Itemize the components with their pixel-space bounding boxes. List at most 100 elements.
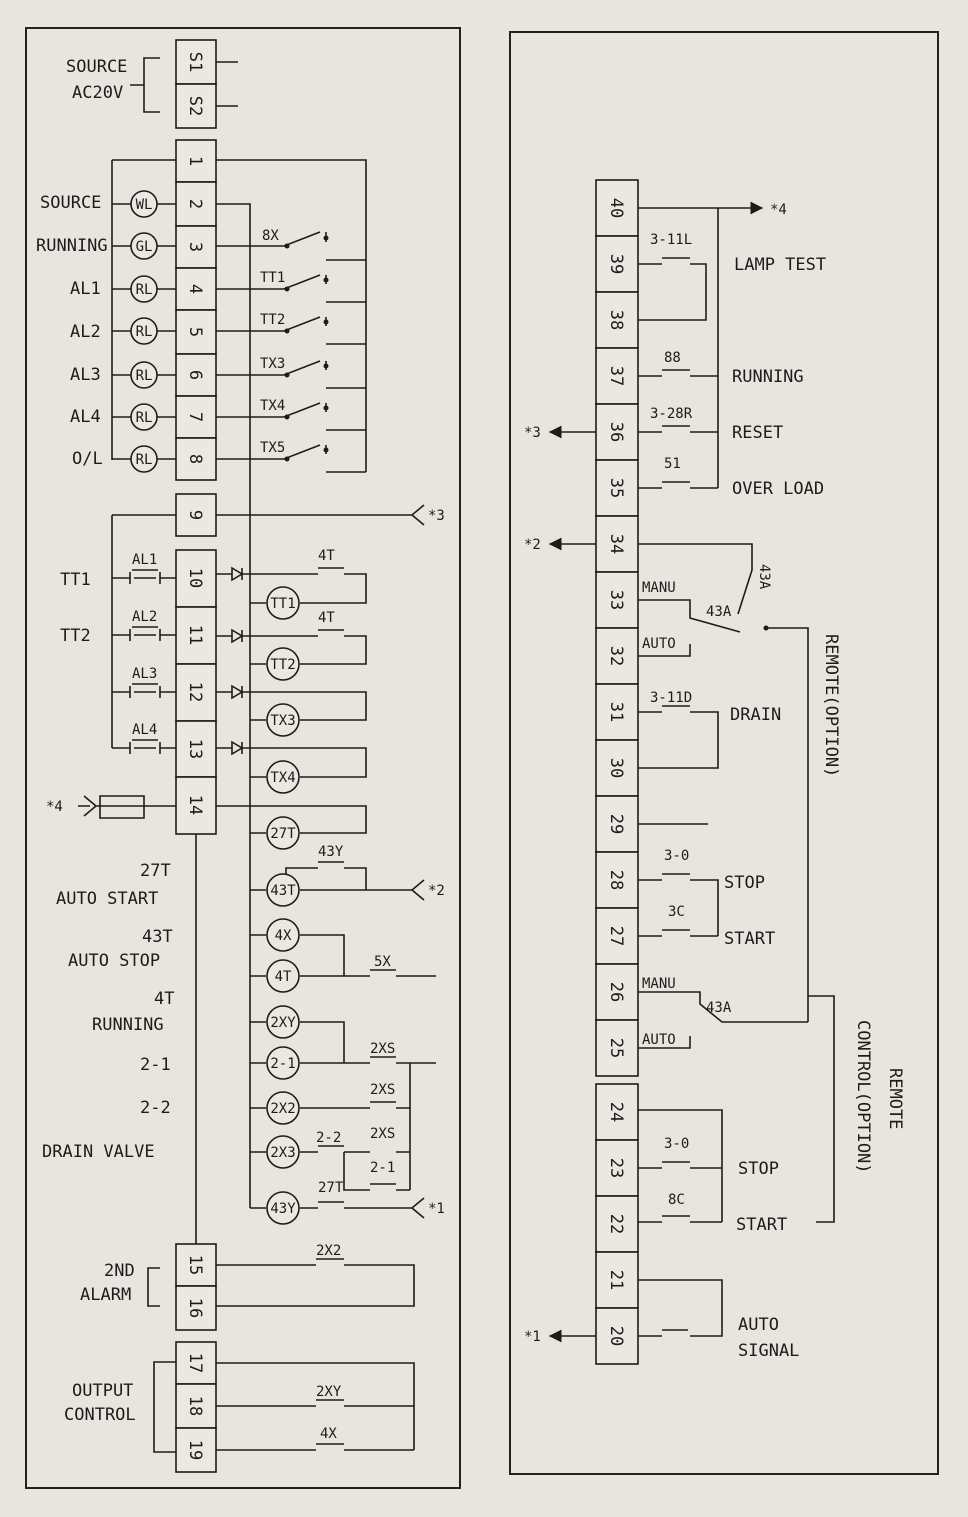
coil-tt2: TT2: [266, 647, 300, 681]
left-panel-frame: [25, 27, 461, 1489]
terminal-38-label: 38: [606, 310, 626, 330]
terminal-36: [595, 403, 639, 461]
label-manu-2: MANU: [642, 976, 676, 992]
contact-3-28r: [562, 425, 718, 433]
contact-51: [638, 481, 718, 489]
terminal-28-label: 28: [606, 870, 626, 890]
terminal-s2-label: S2: [185, 96, 205, 116]
ref-1-left: *1: [428, 1201, 445, 1217]
terminal-12-label: 12: [185, 682, 205, 702]
label-drain: DRAIN: [730, 705, 781, 725]
label-3c: 3C: [668, 904, 685, 920]
ref-2-left: *2: [428, 883, 445, 899]
fn-27t: 27T: [140, 861, 171, 881]
lamp-feed-wires: [216, 159, 367, 1208]
label-tx3: TX3: [260, 356, 285, 372]
terminal-37-label: 37: [606, 366, 626, 386]
label-51: 51: [664, 456, 681, 472]
wire-34: [562, 543, 753, 615]
right-panel-frame: [509, 31, 939, 1475]
svg-text:RL: RL: [136, 324, 153, 340]
terminal-33-label: 33: [606, 590, 626, 610]
lamp-rows: SOURCE RUNNING AL1 AL2 AL3 AL4 O/L WL GL…: [36, 190, 176, 473]
label-al1: AL1: [132, 552, 157, 568]
terminal-4-label: 4: [185, 284, 205, 294]
label-3-0-top: 3-0: [664, 848, 689, 864]
lamp-rl-2: RL: [130, 317, 158, 345]
svg-text:2X2: 2X2: [270, 1101, 295, 1117]
ref-1-right: *1: [524, 1329, 541, 1345]
terminal-40-label: 40: [606, 198, 626, 218]
svg-text:2XY: 2XY: [270, 1015, 296, 1031]
label-27t-contact: 27T: [318, 1180, 344, 1196]
terminal-40: [595, 179, 639, 237]
terminal-36-label: 36: [606, 422, 626, 442]
label-running-right: RUNNING: [732, 367, 804, 387]
coil-2x2: 2X2: [266, 1091, 300, 1125]
svg-text:RL: RL: [136, 410, 153, 426]
terminal-s2: [175, 83, 217, 129]
label-3-11d: 3-11D: [650, 690, 692, 706]
lamp-label-al3: AL3: [70, 365, 101, 385]
fn-4t: 4T: [154, 989, 174, 1009]
contact-3c: [638, 929, 718, 937]
label-lamp-test: LAMP TEST: [734, 255, 826, 275]
contact-88: [638, 369, 718, 377]
label-5x: 5X: [374, 954, 391, 970]
label-3-28r: 3-28R: [650, 406, 693, 422]
label-3-11l: 3-11L: [650, 232, 692, 248]
contacts-24-22: [638, 1109, 723, 1223]
label-start-top: START: [724, 929, 775, 949]
terminal-16: [175, 1285, 217, 1331]
label-al2: AL2: [132, 609, 157, 625]
ref-4-right: *4: [770, 202, 787, 218]
svg-text:2X3: 2X3: [270, 1145, 295, 1161]
ref-3-right: *3: [524, 425, 541, 441]
lamp-label-source: SOURCE: [40, 193, 101, 213]
svg-text:RL: RL: [136, 452, 153, 468]
coil-4x: 4X: [266, 918, 300, 952]
terminal-30-label: 30: [606, 758, 626, 778]
terminal-11-label: 11: [185, 625, 205, 645]
label-tt2: TT2: [260, 312, 285, 328]
terminal-19-label: 19: [185, 1440, 205, 1460]
terminal-20-label: 20: [606, 1326, 626, 1346]
svg-text:TX3: TX3: [270, 713, 295, 729]
lamp-label-running: RUNNING: [36, 236, 108, 256]
diode-12: [216, 684, 250, 700]
label-manu-1: MANU: [642, 580, 676, 596]
terminal-block-1-8: 1 2 3 4 5 6 7 8: [175, 139, 217, 481]
lamp-rl-4: RL: [130, 403, 158, 431]
terminal-22: [595, 1195, 639, 1253]
svg-text:4T: 4T: [275, 969, 292, 985]
label-tt1: TT1: [260, 270, 285, 286]
terminal-1-label: 1: [185, 156, 205, 166]
terminal-13-label: 13: [185, 739, 205, 759]
coil-tt1: TT1: [266, 586, 300, 620]
contact-auto-signal: [638, 1279, 723, 1337]
terminal-35-label: 35: [606, 478, 626, 498]
source-label-1: SOURCE: [66, 57, 127, 77]
label-2xs-1: 2XS: [370, 1041, 395, 1057]
label-8x: 8X: [262, 228, 279, 244]
right-panel: 40 39 38 37 36 35 34 33 32 31 30 29 28 2…: [509, 31, 939, 1475]
diodes: [216, 566, 250, 807]
svg-text:4X: 4X: [275, 928, 292, 944]
label-2-1: 2-1: [370, 1160, 395, 1176]
coil-2xy: 2XY: [266, 1005, 300, 1039]
label-auto-1: AUTO: [642, 636, 676, 652]
ref-3-left: *3: [428, 508, 445, 524]
terminal-32: [595, 627, 639, 685]
terminal-22-label: 22: [606, 1214, 626, 1234]
label-88: 88: [664, 350, 681, 366]
terminal-10-label: 10: [185, 568, 205, 588]
fn-2-2: 2-2: [140, 1098, 171, 1118]
terminal-26: [595, 963, 639, 1021]
label-al4: AL4: [132, 722, 157, 738]
terminal-31-label: 31: [606, 702, 626, 722]
source-stubs: [216, 61, 238, 107]
lamp-label-al1: AL1: [70, 279, 101, 299]
label-tx4: TX4: [260, 398, 285, 414]
output-label-1: OUTPUT: [72, 1381, 133, 1401]
coil-43t: 43T: [266, 873, 300, 907]
